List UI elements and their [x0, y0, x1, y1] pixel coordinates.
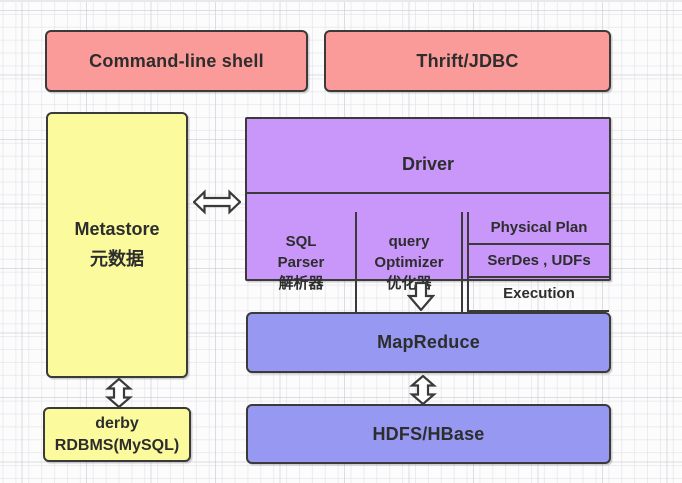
node-sql-parser: SQL Parser 解析器	[247, 212, 357, 315]
driver-title: Driver	[247, 137, 609, 194]
bidirectional-horizontal-arrow-icon	[193, 189, 241, 215]
node-driver: Driver SQL Parser 解析器 query Optimizer 优化…	[245, 117, 611, 315]
node-serdes-udfs: SerDes , UDFs	[469, 245, 609, 279]
bidirectional-vertical-arrow-icon	[105, 378, 133, 408]
driver-right-stack: Physical Plan SerDes , UDFs Execution	[467, 212, 609, 315]
bidirectional-vertical-arrow-icon	[409, 375, 437, 405]
node-metastore: Metastore 元数据	[46, 112, 188, 378]
node-physical-plan: Physical Plan	[469, 212, 609, 246]
node-derby-rdbms: derby RDBMS(MySQL)	[43, 407, 191, 462]
node-mapreduce: MapReduce	[246, 312, 611, 373]
node-execution: Execution	[469, 278, 609, 312]
node-hdfs-hbase: HDFS/HBase	[246, 404, 611, 464]
node-query-optimizer: query Optimizer 优化器	[357, 212, 463, 315]
driver-body: SQL Parser 解析器 query Optimizer 优化器 Physi…	[247, 212, 609, 315]
down-arrow-icon	[407, 282, 435, 311]
node-thrift-jdbc: Thrift/JDBC	[324, 30, 611, 92]
canvas-top-edge	[0, 0, 682, 2]
node-command-line-shell: Command-line shell	[45, 30, 308, 92]
